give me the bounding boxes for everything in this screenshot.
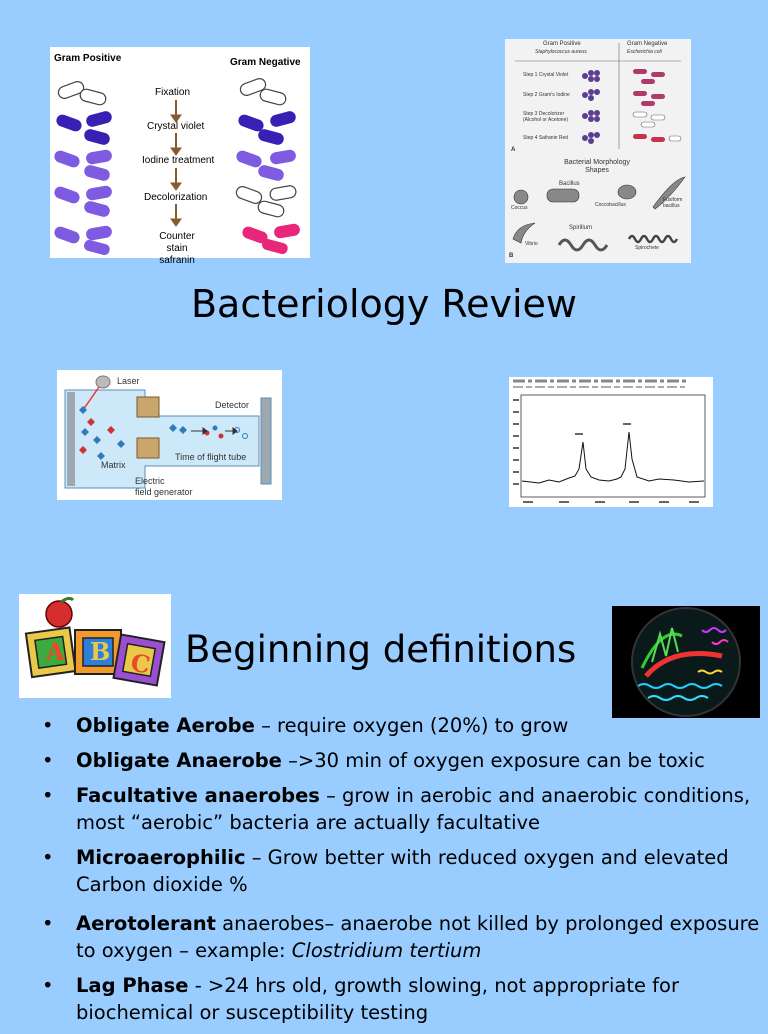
abc-letter-a: A [46, 637, 65, 666]
mass-spectrum-svg [509, 377, 713, 507]
spectrum-ticks [513, 399, 699, 503]
list-item: • Microaerophilic – Grow better with red… [40, 844, 760, 898]
shape-spirochete: Spirochete [635, 245, 659, 251]
term-microaerophilic: Microaerophilic [76, 846, 246, 869]
shape-spirillum: Spirillum [569, 225, 593, 231]
slide-title-beginning-definitions: Beginning definitions [185, 628, 577, 671]
bullet-glyph: • [42, 784, 54, 807]
gram-positive-header: Gram Positive [54, 53, 122, 64]
morphology-shapes [512, 176, 686, 252]
term-obligate-anaerobe: Obligate Anaerobe [76, 749, 282, 772]
maldi-tof-svg [57, 370, 282, 500]
definition-text: – require oxygen (20%) to grow [254, 714, 569, 737]
list-item: • Obligate Aerobe – require oxygen (20%)… [40, 712, 760, 739]
table-step-1: Step 1 Crystal Violet [523, 72, 569, 78]
maldi-label-detector: Detector [215, 400, 250, 410]
step-decolorization: Decolorization [144, 192, 208, 203]
table-step-3: Step 3 Decolorizer (Alcohol or Acetone) [523, 111, 569, 123]
list-item: • Facultative anaerobes – grow in aerobi… [40, 782, 760, 836]
bullet-glyph: • [42, 912, 54, 935]
definition-text: anaerobes– anaerobe not killed by prolon… [76, 912, 760, 962]
petri-dish-image [612, 606, 760, 718]
flight-arrows [191, 427, 238, 435]
definition-text: – Grow better with reduced oxygen and el… [76, 846, 729, 896]
abc-letter-b: B [90, 637, 111, 666]
abc-blocks-image: A B C [19, 594, 171, 698]
term-obligate-aerobe: Obligate Aerobe [76, 714, 255, 737]
list-item: • Lag Phase - >24 hrs old, growth slowin… [40, 972, 760, 1026]
bullet-glyph: • [42, 846, 54, 869]
table-col1-sub: Staphylococcus aureus [535, 49, 587, 55]
shape-coccobacillus: Coccobacillus [595, 202, 626, 208]
maldi-label-tube: Time of flight tube [175, 452, 247, 462]
gram-negative-header: Gram Negative [230, 57, 301, 68]
cocci-clusters [582, 70, 600, 144]
shape-fusiform: Fusiform bacillus [663, 197, 683, 209]
table-step-4: Step 4 Safranin Red [523, 135, 569, 141]
panel-label-b: B [509, 253, 514, 259]
bullet-glyph: • [42, 749, 54, 772]
table-col2-header: Gram Negative [627, 41, 668, 47]
gram-stain-diagram [54, 78, 300, 256]
gram-neg-rods-table [632, 69, 682, 142]
definition-text: - >24 hrs old, growth slowing, not appro… [76, 974, 679, 1024]
table-col2-sub: Escherichia coli [627, 49, 662, 55]
morphology-title: Bacterial Morphology Shapes [564, 159, 630, 174]
step-iodine: Iodine treatment [142, 155, 215, 166]
definition-text: – grow in aerobic and anaerobic conditio… [76, 784, 751, 834]
bullet-glyph: • [42, 974, 54, 997]
panel-label-a: A [511, 147, 516, 153]
slide-title-bacteriology-review: Bacteriology Review [190, 282, 578, 326]
step-counterstain: Counter stain safranin [159, 231, 195, 266]
term-lag-phase: Lag Phase [76, 974, 189, 997]
list-item: • Obligate Anaerobe –>30 min of oxygen e… [40, 747, 760, 774]
bullet-glyph: • [42, 714, 54, 737]
abc-blocks-svg [19, 594, 171, 698]
maldi-label-generator-2: field generator [135, 487, 193, 497]
shape-bacillus: Bacillus [559, 181, 580, 187]
example-organism: Clostridium tertium [291, 939, 482, 962]
step-fixation: Fixation [155, 87, 191, 98]
petri-dish-svg [631, 607, 741, 717]
gram-negative-rods [235, 78, 300, 255]
shape-coccus: Coccus [511, 205, 528, 211]
definition-text: –>30 min of oxygen exposure can be toxic [281, 749, 705, 772]
gram-positive-rods [54, 81, 112, 256]
table-col1-header: Gram Positive [543, 41, 581, 47]
maldi-label-generator-1: Electric [135, 476, 165, 486]
step-arrows [170, 100, 182, 227]
step-crystal-violet: Crystal violet [147, 121, 205, 132]
table-step-2: Step 2 Gram's Iodine [523, 92, 570, 98]
shape-vibrio: Vibrio [525, 241, 538, 247]
maldi-tof-diagram: Laser Detector Matrix Time of flight tub… [57, 370, 282, 500]
maldi-label-matrix: Matrix [101, 460, 126, 470]
definitions-list: • Obligate Aerobe – require oxygen (20%)… [40, 712, 760, 1034]
ion-particles [79, 406, 248, 460]
gram-table-diagram [512, 43, 686, 252]
list-item: • Aerotolerant anaerobes– anaerobe not k… [40, 910, 760, 964]
term-aerotolerant: Aerotolerant [76, 912, 216, 935]
term-facultative-anaerobes: Facultative anaerobes [76, 784, 320, 807]
gram-stain-figure: Gram Positive Gram Negative Fixation Cry… [50, 47, 310, 266]
gram-table-figure: Gram Positive Staphylococcus aureus Gram… [505, 39, 691, 263]
maldi-label-laser: Laser [117, 376, 140, 386]
mass-spectrum-plot [509, 377, 713, 507]
